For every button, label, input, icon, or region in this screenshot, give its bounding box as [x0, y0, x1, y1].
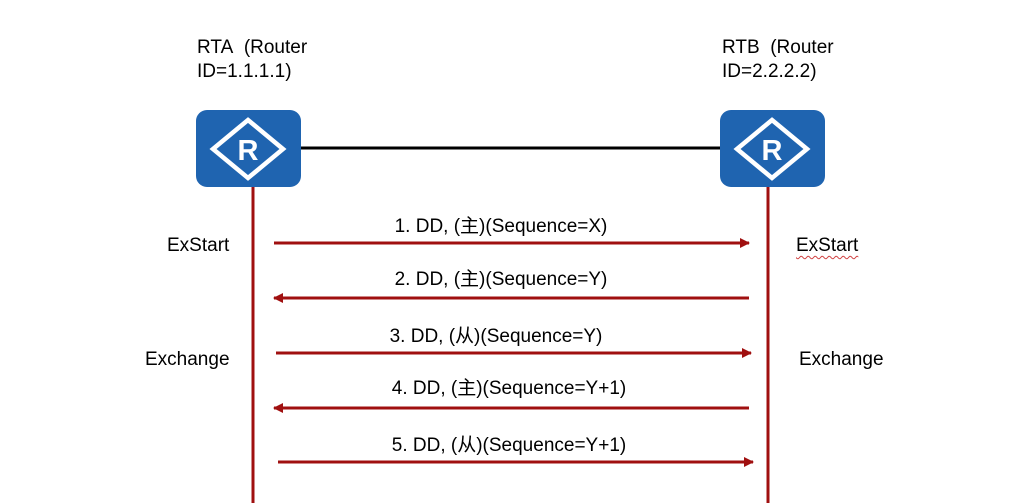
message-label-5: 5. DD, (从)(Sequence=Y+1) [391, 435, 627, 456]
message-label-4: 4. DD, (主)(Sequence=Y+1) [391, 378, 627, 399]
router-a-state-exchange: Exchange [145, 349, 230, 370]
router-icon: R [720, 110, 825, 187]
router-a-state-exstart: ExStart [167, 235, 230, 256]
router-icon: R [196, 110, 301, 187]
router-a-name: RTA [197, 37, 234, 58]
router-b-name: RTB [722, 37, 760, 58]
message-label-1: 1. DD, (主)(Sequence=X) [394, 216, 608, 237]
router-b-id-label: (Router [770, 37, 834, 58]
router-a-label: RTA (Router ID=1.1.1.1) [197, 36, 307, 84]
router-b-label: RTB (Router ID=2.2.2.2) [722, 36, 834, 84]
router-b-state-exchange: Exchange [799, 349, 884, 370]
message-label-2: 2. DD, (主)(Sequence=Y) [394, 269, 608, 290]
router-b-state-exstart: ExStart [796, 235, 859, 256]
router-a-id-label: (Router [243, 37, 308, 58]
message-label-3: 3. DD, (从)(Sequence=Y) [389, 326, 603, 347]
svg-text:R: R [762, 135, 783, 167]
router-b-id: ID=2.2.2.2) [722, 61, 817, 82]
svg-text:R: R [238, 135, 259, 167]
router-a-id: ID=1.1.1.1) [197, 61, 292, 82]
